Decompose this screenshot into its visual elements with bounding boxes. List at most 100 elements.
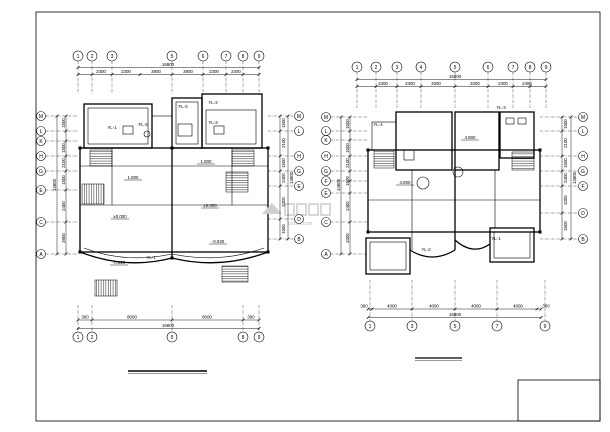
right-plan-bottom-dim: 4000 <box>471 304 481 309</box>
left-plan-left-dim: 1500 <box>61 118 66 128</box>
right-plan-axis-left: E <box>321 188 331 198</box>
left-plan-axis-bottom-label: 5 <box>171 335 174 341</box>
left-porch-steps-a <box>94 279 118 297</box>
dim-tick <box>90 72 94 77</box>
left-plan-right-total: 13800 <box>289 171 294 184</box>
left-plan-elevation: -0.020 <box>113 260 126 265</box>
dim-tick <box>257 65 261 70</box>
right-plan-bottom-dim: 4000 <box>429 304 439 309</box>
dim-tick <box>569 115 573 119</box>
left-stair-b <box>231 149 255 167</box>
left-stair-a <box>89 149 113 167</box>
left-plan-axis-right-circle <box>294 214 304 224</box>
left-plan-axis-right-circle <box>294 151 304 161</box>
dim-tick <box>348 129 352 133</box>
right-balcony-left-inner <box>369 241 407 271</box>
right-plan-axis-right-circle <box>578 234 588 244</box>
right-plan-axis-right-circle <box>578 208 588 218</box>
right-plan-axis-left: F <box>321 176 331 186</box>
dim-tick <box>560 154 564 158</box>
left-wc-inner <box>87 107 149 145</box>
left-plan-axis-top-label: 3 <box>111 54 114 60</box>
right-fixture <box>517 117 527 125</box>
left-plan-axis-left-label: H <box>39 154 43 160</box>
right-plan-axis-top-circle <box>482 61 494 73</box>
left-plan-axis-bottom-circle <box>72 331 84 343</box>
watermark: co188.com <box>262 203 331 227</box>
right-stair-a <box>373 149 395 169</box>
left-plan-axis-left: H <box>36 151 46 161</box>
left-plan-axis-top-label: 9 <box>258 54 261 60</box>
dim-tick <box>453 84 457 89</box>
left-plan-axis-bottom-circle <box>166 331 178 343</box>
right-plan-axis-right-circle <box>578 181 588 191</box>
right-plan-axis-top-circle <box>449 61 461 73</box>
left-plan-axis-top: 5 <box>166 50 178 62</box>
right-plan-axis-left-label: M <box>324 115 328 121</box>
left-plan-axis-left-label: E <box>39 188 43 194</box>
left-plan-pipe-label: YL-2 <box>208 100 218 105</box>
drawing-frame <box>35 11 601 422</box>
left-plan-top-dim: 2300 <box>121 69 131 74</box>
left-plan-axis-left-label: A <box>39 252 43 258</box>
left-plan-axis-left: L <box>36 126 46 136</box>
right-plan-axis-right: G <box>578 166 588 176</box>
left-plan-top-dim: 2300 <box>209 69 219 74</box>
right-plan-axis-bottom-circle <box>539 320 551 332</box>
left-plan-axis-top-label: 8 <box>242 54 245 60</box>
left-plan-axis-left: G <box>36 166 46 176</box>
dim-tick <box>64 139 68 143</box>
dim-tick <box>348 191 352 195</box>
left-plan-pipe-label: FL-3 <box>178 104 188 109</box>
right-plan-right-dim: 1500 <box>563 221 568 231</box>
right-main-block <box>367 149 541 233</box>
right-plan-right-dim: 1500 <box>563 158 568 168</box>
right-plan-axis-bottom: 9 <box>539 320 551 332</box>
dim-tick <box>560 115 564 119</box>
right-plan-left-dim: 3300 <box>345 233 350 243</box>
left-plan-axis-top-circle <box>253 50 265 62</box>
right-plan-axis-left-circle <box>321 217 331 227</box>
dim-tick <box>55 252 59 256</box>
left-plan-axis-left-label: L <box>40 129 43 135</box>
right-plan-axis-top-circle <box>507 61 519 73</box>
right-plan-pipe-label: YL-4 <box>373 122 383 127</box>
left-fixture-toilet <box>143 130 151 138</box>
dim-tick <box>64 114 68 118</box>
column <box>78 250 82 254</box>
left-plan-left-dim: 1500 <box>61 175 66 185</box>
dim-tick <box>544 77 548 82</box>
dim-tick <box>76 65 80 70</box>
dim-tick <box>64 154 68 158</box>
left-plan-axis-bottom-label: 1 <box>77 335 80 341</box>
dim-tick <box>64 169 68 173</box>
left-plan-top-dim: 2400 <box>231 69 241 74</box>
left-plan-axis-top-label: 1 <box>77 54 80 60</box>
dim-tick <box>560 211 564 215</box>
left-plan-left-dim: 2400 <box>61 201 66 211</box>
watermark-site: co188.com <box>288 221 312 227</box>
left-plan-axis-bottom-label: 2 <box>91 335 94 341</box>
left-plan-top-total: 16800 <box>162 62 175 67</box>
left-plan-axis-top-circle <box>86 50 98 62</box>
left-plan-top-dim: 3800 <box>151 69 161 74</box>
right-door-swing <box>416 176 430 190</box>
left-plan-axis-top-circle <box>72 50 84 62</box>
left-plan-axis-right-circle <box>294 126 304 136</box>
left-plan-top-dim: 3800 <box>183 69 193 74</box>
dim-tick <box>348 220 352 224</box>
right-plan-right-total: 13800 <box>572 171 577 184</box>
right-plan-axis-left-circle <box>321 135 331 145</box>
right-plan-axis-top-label: 7 <box>512 65 515 71</box>
left-plan-axis-right-label: D <box>297 217 301 223</box>
left-plan-axis-right: B <box>294 234 304 244</box>
right-plan-axis-top-label: 9 <box>545 65 548 71</box>
right-plan-top-dim: 2300 <box>405 81 415 86</box>
left-plan-axis-bottom: 9 <box>253 331 265 343</box>
right-plan-axis-left: C <box>321 217 331 227</box>
left-plan-top-dim: 2400 <box>96 69 106 74</box>
left-plan-axis-right: H <box>294 151 304 161</box>
dim-tick <box>170 72 174 77</box>
right-fixture <box>505 117 515 125</box>
